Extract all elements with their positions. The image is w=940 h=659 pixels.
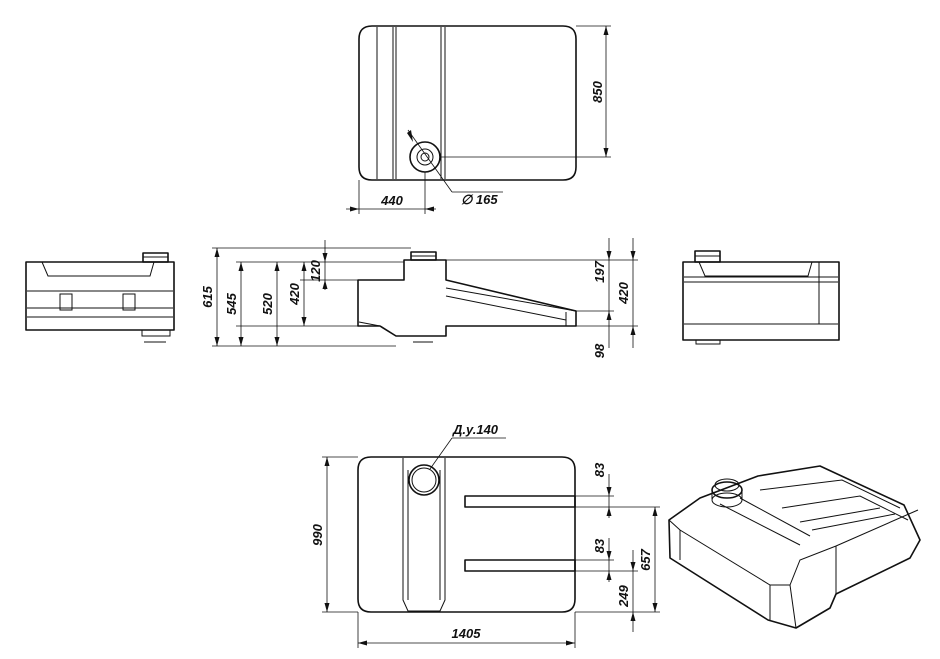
dim-bottom-width: 1405 — [452, 626, 482, 641]
dim-bottom-nominal: Д.у.140 — [452, 422, 499, 437]
top-neck-outer — [409, 141, 441, 173]
dim-front-120: 120 — [308, 259, 323, 281]
dim-front-420-right: 420 — [616, 281, 631, 304]
dim-front-98: 98 — [592, 343, 607, 358]
right-side-view — [682, 250, 840, 345]
dim-front-197: 197 — [592, 260, 607, 282]
dim-front-615: 615 — [200, 285, 215, 307]
dim-front-545: 545 — [224, 292, 239, 314]
dim-bottom-height: 990 — [310, 523, 325, 545]
dim-front-520: 520 — [260, 292, 275, 314]
top-view — [346, 25, 611, 214]
dim-top-diameter: ∅ 165 — [461, 192, 498, 207]
dim-bottom-83-top: 83 — [592, 462, 607, 477]
isometric-view — [668, 465, 921, 629]
front-view — [212, 238, 638, 348]
dim-front-420-left: 420 — [287, 282, 302, 305]
dim-top-height: 850 — [590, 80, 605, 102]
dim-top-offset: 440 — [380, 193, 403, 208]
bottom-neck-outer — [408, 464, 440, 496]
left-side-view — [25, 252, 175, 343]
dim-bottom-83-mid: 83 — [592, 538, 607, 553]
dim-bottom-249: 249 — [616, 584, 631, 607]
bottom-view — [322, 437, 660, 648]
dim-bottom-657: 657 — [638, 548, 653, 570]
